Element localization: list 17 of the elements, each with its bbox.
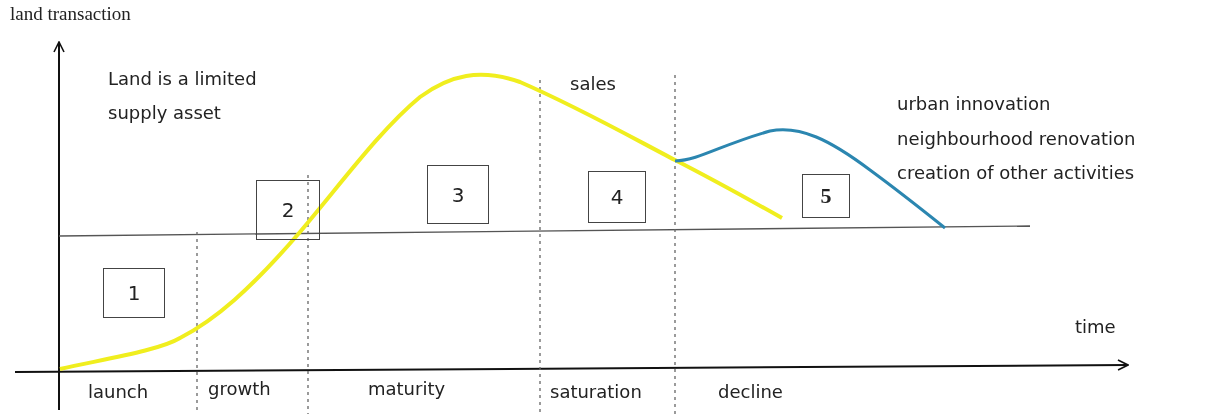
numbered-box: 3 <box>427 165 489 224</box>
numbered-box: 2 <box>256 180 320 240</box>
curve-label: sales <box>570 72 616 96</box>
note: creation of other activities <box>897 161 1135 185</box>
phase-label: decline <box>718 380 783 404</box>
note: neighbourhood renovation <box>897 127 1136 151</box>
phase-label: growth <box>208 377 271 401</box>
note: Land is a limited supply asset <box>108 67 258 125</box>
axis-label: land transaction <box>10 2 131 26</box>
axis-label: time <box>1075 315 1116 339</box>
numbered-box: 5 <box>802 174 850 218</box>
phase-label: saturation <box>550 380 642 404</box>
numbered-box: 4 <box>588 171 646 223</box>
note: urban innovation <box>897 92 1051 116</box>
numbered-box: 1 <box>103 268 165 318</box>
phase-label: maturity <box>368 377 446 401</box>
phase-label: launch <box>88 380 149 404</box>
